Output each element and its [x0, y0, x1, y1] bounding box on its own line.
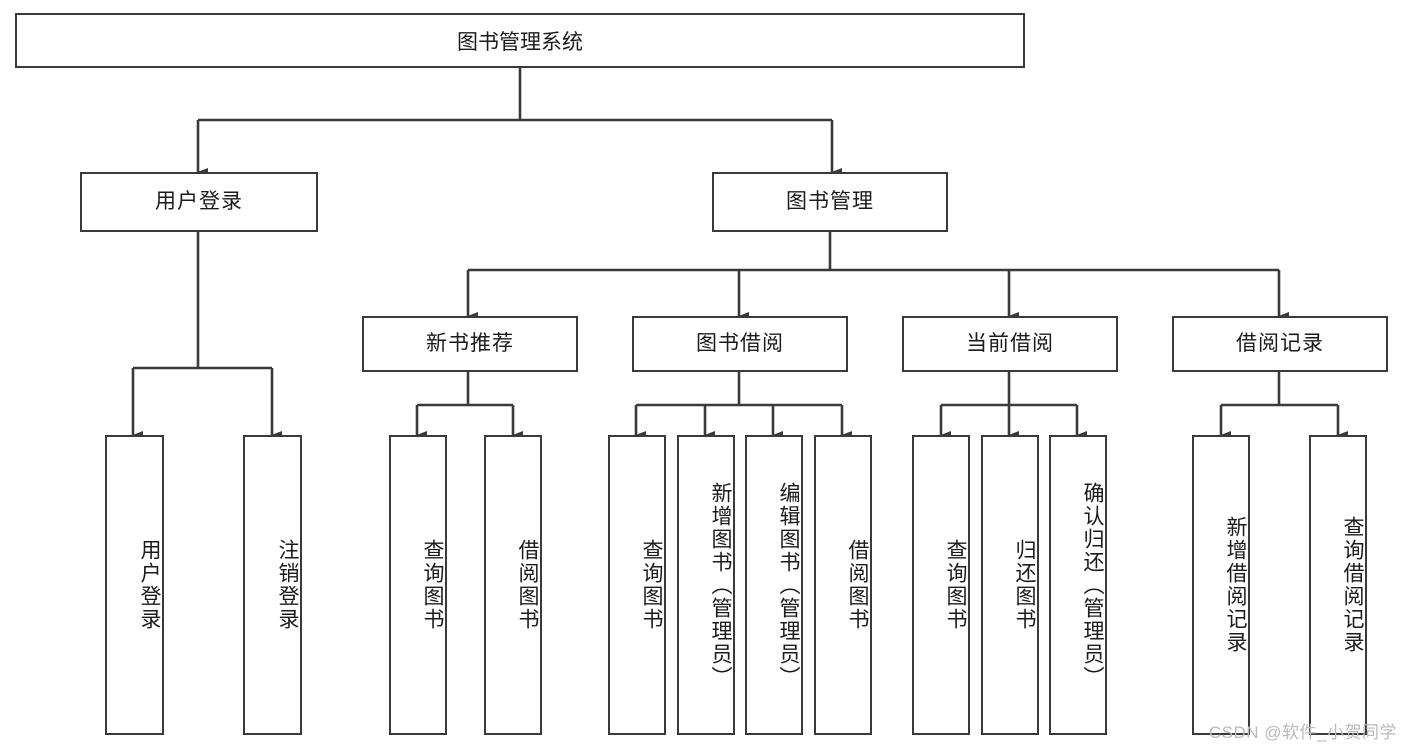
leaf-user-login-login[interactable]: 用户登录: [105, 435, 164, 735]
leaf-book-borrow-query[interactable]: 查询图书: [608, 435, 666, 735]
leaf-current-borrow-query[interactable]: 查询图书: [912, 435, 970, 735]
node-borrow-record[interactable]: 借阅记录: [1172, 316, 1388, 372]
leaf-book-borrow-borrow[interactable]: 借阅图书: [814, 435, 872, 735]
leaf-book-borrow-edit-admin[interactable]: 编辑图书（管理员）: [745, 435, 803, 735]
leaf-new-book-borrow[interactable]: 借阅图书: [484, 435, 542, 735]
leaf-book-borrow-add-admin[interactable]: 新增图书（管理员）: [677, 435, 735, 735]
node-root-book-management-system[interactable]: 图书管理系统: [15, 13, 1025, 68]
leaf-current-borrow-return[interactable]: 归还图书: [981, 435, 1039, 735]
node-new-book-recommend[interactable]: 新书推荐: [362, 316, 578, 372]
node-book-borrow[interactable]: 图书借阅: [632, 316, 848, 372]
leaf-current-borrow-confirm-admin[interactable]: 确认归还（管理员）: [1049, 435, 1107, 735]
csdn-watermark: CSDN @软件_小贺同学: [1208, 723, 1397, 742]
leaf-borrow-record-query[interactable]: 查询借阅记录: [1309, 435, 1367, 735]
node-current-borrow[interactable]: 当前借阅: [902, 316, 1118, 372]
node-user-login[interactable]: 用户登录: [80, 172, 318, 232]
leaf-borrow-record-add[interactable]: 新增借阅记录: [1192, 435, 1250, 735]
leaf-user-login-logout[interactable]: 注销登录: [243, 435, 302, 735]
node-book-management[interactable]: 图书管理: [712, 172, 948, 232]
leaf-new-book-query[interactable]: 查询图书: [389, 435, 447, 735]
